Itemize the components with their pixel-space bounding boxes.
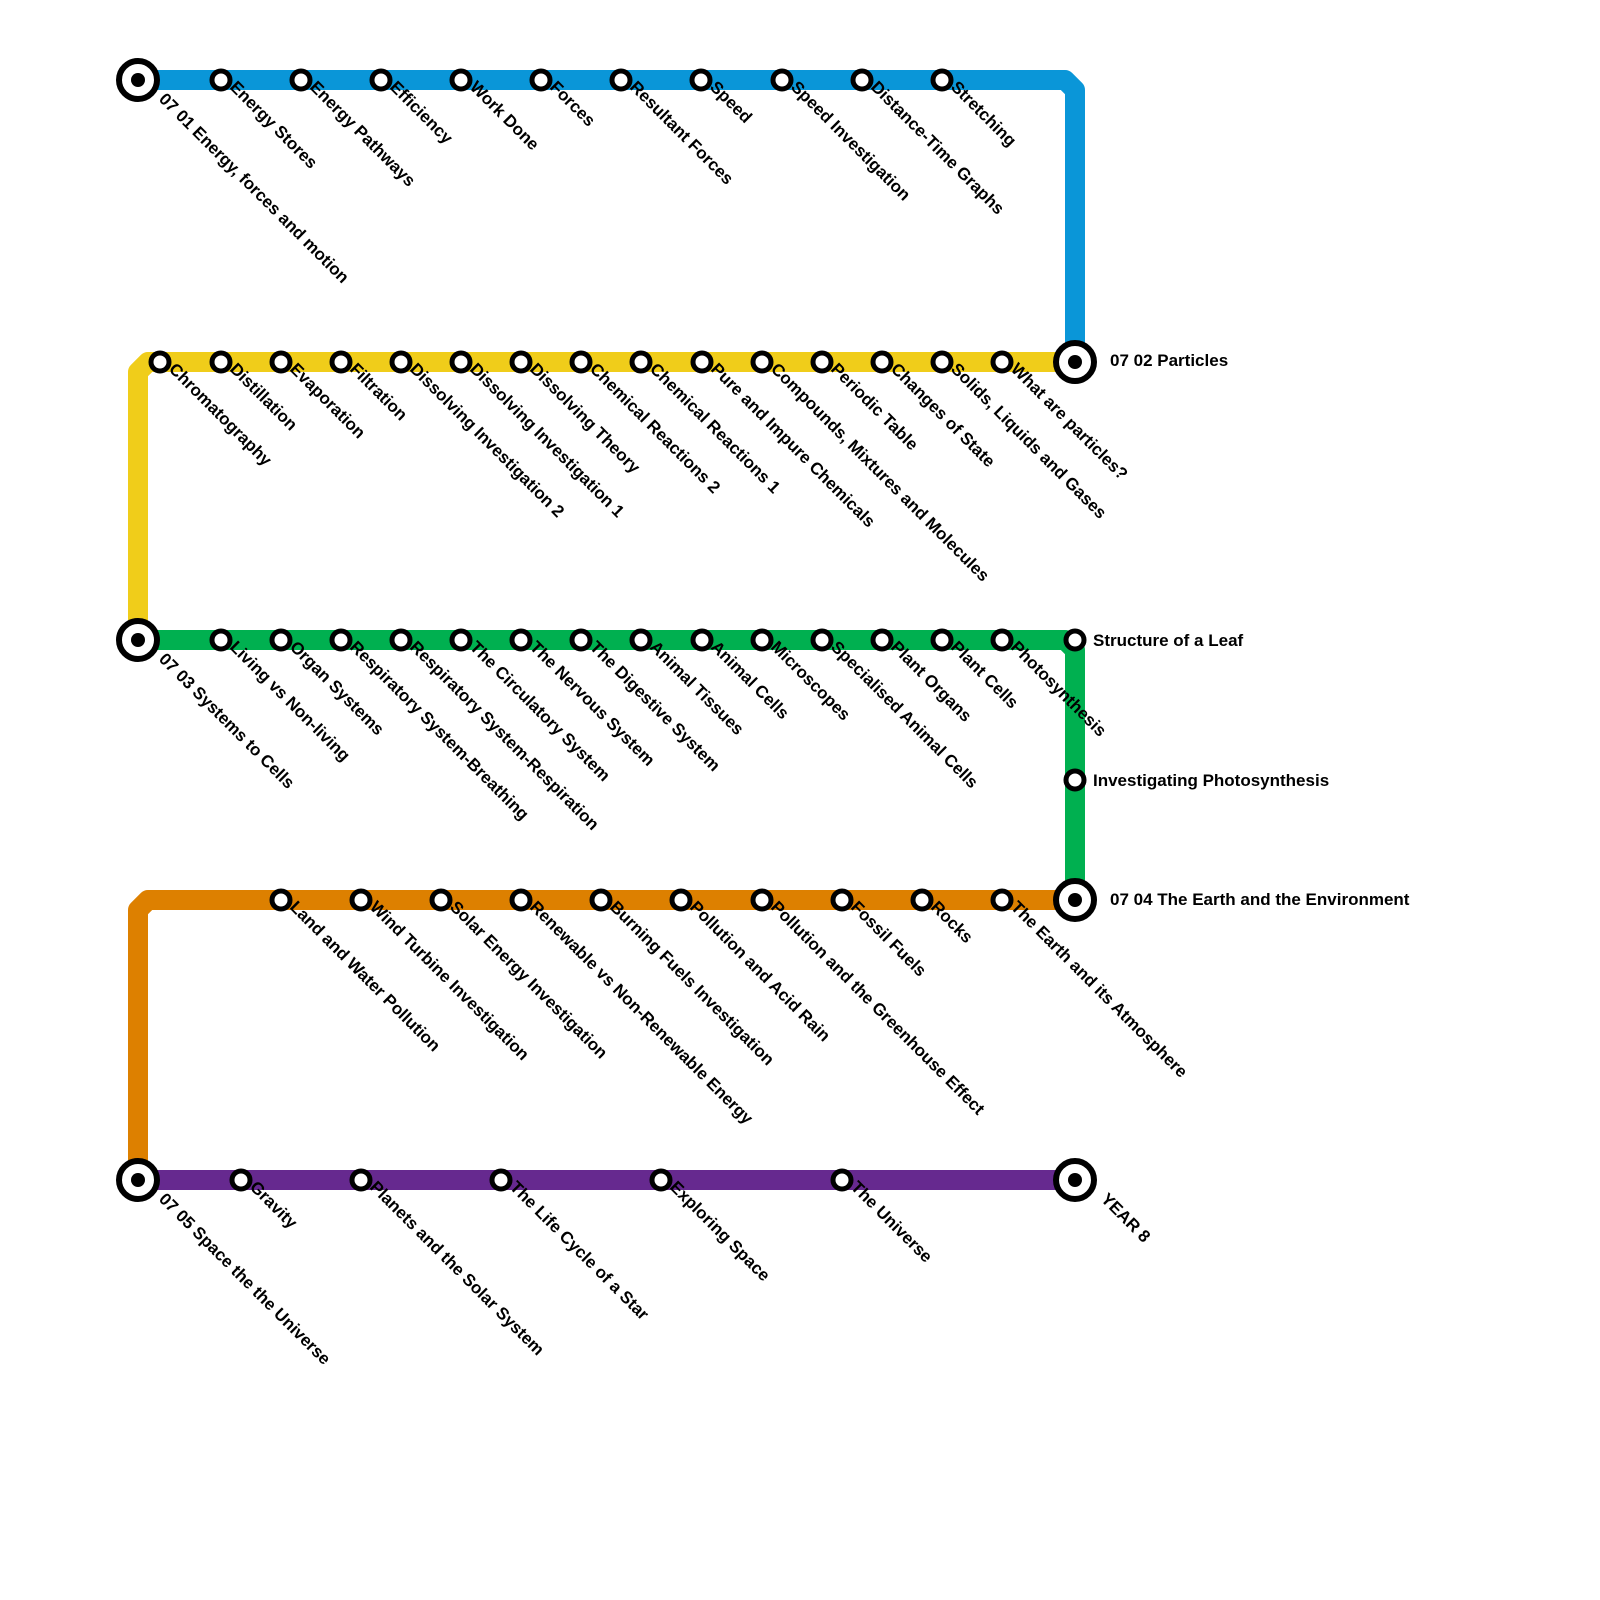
station-marker (990, 350, 1014, 374)
station-marker (770, 68, 794, 92)
station-marker (690, 350, 714, 374)
station-marker (329, 628, 353, 652)
station-marker (930, 628, 954, 652)
line-earth-environment (128, 890, 1085, 1190)
terminal-marker-center (1068, 1173, 1082, 1187)
station-marker (810, 628, 834, 652)
station-label: Burning Fuels Investigation (606, 897, 778, 1069)
station-label: Dissolving Theory (526, 359, 644, 477)
stops-layer (148, 68, 1087, 1192)
station-label: Solar Energy Investigation (446, 897, 611, 1062)
station-label: Pollution and Acid Rain (686, 897, 834, 1045)
station-label: Investigating Photosynthesis (1093, 771, 1329, 790)
station-marker (289, 68, 313, 92)
station-marker (209, 628, 233, 652)
station-marker (750, 350, 774, 374)
station-marker (349, 1168, 373, 1192)
station-label: YEAR 8 (1097, 1189, 1154, 1246)
station-label: Chromatography (165, 359, 276, 470)
station-marker (269, 628, 293, 652)
station-marker (148, 350, 172, 374)
station-marker (509, 888, 533, 912)
station-label: Exploring Space (666, 1177, 774, 1285)
station-marker (750, 628, 774, 652)
station-marker (269, 350, 293, 374)
station-label: Energy Stores (226, 77, 321, 172)
station-label: 07 04 The Earth and the Environment (1110, 890, 1410, 909)
station-marker (649, 1168, 673, 1192)
station-marker (930, 68, 954, 92)
station-marker (209, 68, 233, 92)
line-particles (128, 352, 1085, 650)
terminal-marker-center (1068, 355, 1082, 369)
station-label: The Earth and its Atmosphere (1007, 897, 1191, 1081)
station-marker (389, 628, 413, 652)
station-label: 07 02 Particles (1110, 351, 1228, 370)
station-marker (870, 350, 894, 374)
station-label: Distance-Time Graphs (867, 77, 1008, 218)
station-label: Compounds, Mixtures and Molecules (767, 359, 993, 585)
station-marker (569, 350, 593, 374)
station-label: The Life Cycle of a Star (506, 1177, 653, 1324)
station-marker (349, 888, 373, 912)
station-marker (990, 888, 1014, 912)
station-marker (389, 350, 413, 374)
station-marker (690, 628, 714, 652)
station-marker (910, 888, 934, 912)
station-marker (449, 68, 473, 92)
station-marker (629, 350, 653, 374)
station-marker (589, 888, 613, 912)
station-marker (689, 68, 713, 92)
station-marker (569, 628, 593, 652)
station-marker (870, 628, 894, 652)
station-marker (429, 888, 453, 912)
station-marker (449, 350, 473, 374)
station-marker (369, 68, 393, 92)
station-marker (509, 628, 533, 652)
station-marker (669, 888, 693, 912)
station-marker (1063, 628, 1087, 652)
station-marker (990, 628, 1014, 652)
station-marker (229, 1168, 253, 1192)
station-label: Wind Turbine Investigation (366, 897, 533, 1064)
station-marker (810, 350, 834, 374)
station-label: 07 03 Systems to Cells (155, 649, 298, 792)
station-label: 07 01 Energy, forces and motion (155, 89, 353, 287)
terminal-marker-center (131, 633, 145, 647)
station-marker (1063, 768, 1087, 792)
station-marker (529, 68, 553, 92)
station-marker (930, 350, 954, 374)
station-marker (509, 350, 533, 374)
station-marker (489, 1168, 513, 1192)
station-marker (329, 350, 353, 374)
station-label: Land and Water Pollution (286, 897, 444, 1055)
station-label: Photosynthesis (1007, 637, 1110, 740)
station-marker (830, 1168, 854, 1192)
station-marker (609, 68, 633, 92)
station-marker (449, 628, 473, 652)
station-marker (750, 888, 774, 912)
terminal-marker-center (131, 73, 145, 87)
terminal-marker-center (131, 1173, 145, 1187)
station-label: 07 05 Space the the Universe (155, 1189, 334, 1368)
station-label: Structure of a Leaf (1093, 631, 1244, 650)
station-marker (629, 628, 653, 652)
station-marker (269, 888, 293, 912)
station-label: Changes of State (887, 359, 999, 471)
line-energy-forces-motion (128, 70, 1085, 372)
station-label: The Universe (847, 1177, 936, 1266)
terminal-marker-center (1068, 893, 1082, 907)
station-marker (850, 68, 874, 92)
station-marker (830, 888, 854, 912)
station-marker (209, 350, 233, 374)
terminals-layer (116, 58, 1097, 1202)
